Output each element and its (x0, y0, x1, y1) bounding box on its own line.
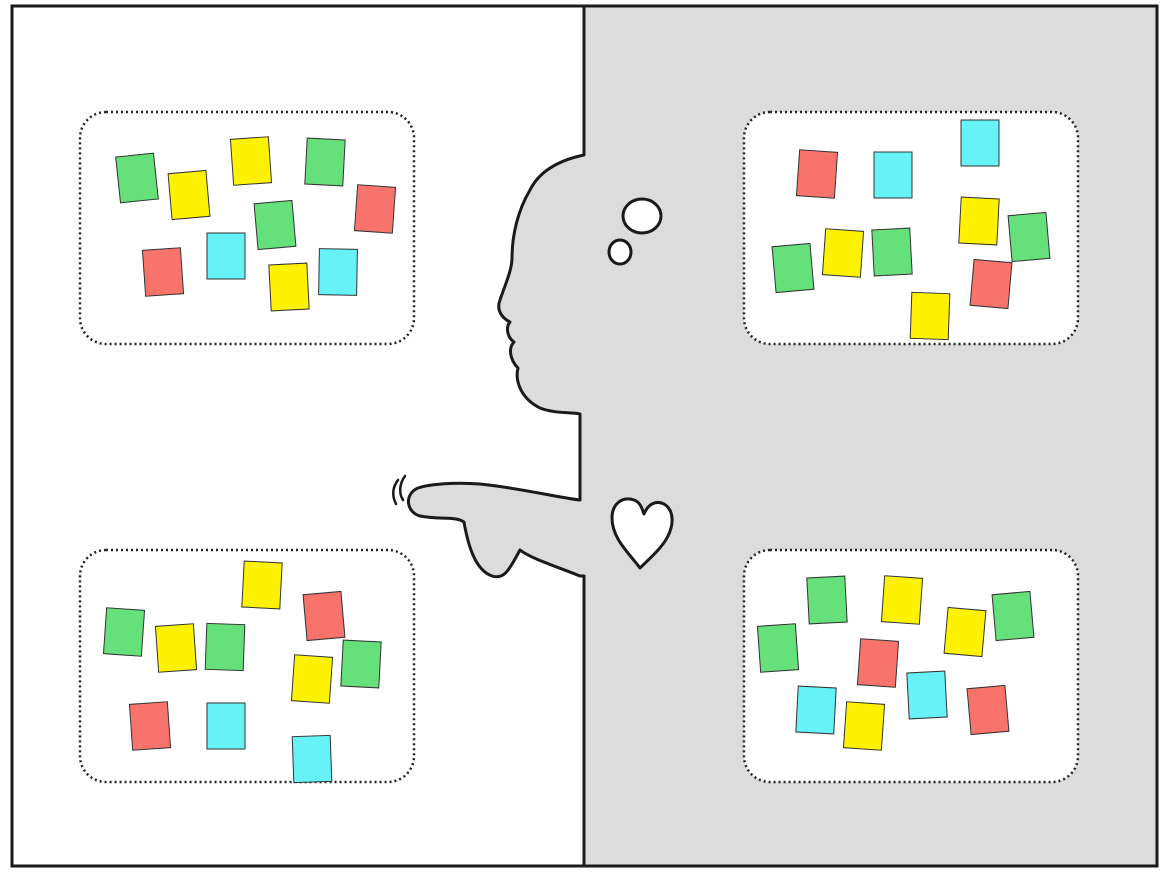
cyan-sticky-note (796, 686, 836, 734)
bottom-left-note-cluster (80, 550, 414, 783)
green-sticky-note (103, 608, 144, 657)
red-sticky-note (857, 639, 898, 688)
yellow-sticky-note (230, 137, 271, 186)
yellow-sticky-note (881, 576, 922, 625)
green-sticky-note (992, 591, 1034, 640)
green-sticky-note (1008, 212, 1050, 261)
red-sticky-note (796, 150, 837, 199)
yellow-sticky-note (242, 561, 282, 609)
cyan-sticky-note (907, 671, 947, 719)
cyan-sticky-note (874, 152, 912, 198)
green-sticky-note (116, 153, 159, 203)
red-sticky-note (967, 685, 1009, 734)
red-sticky-note (129, 702, 170, 751)
yellow-sticky-note (168, 170, 210, 219)
yellow-sticky-note (291, 655, 332, 704)
red-sticky-note (142, 248, 183, 297)
yellow-sticky-note (910, 292, 950, 339)
cyan-sticky-note (207, 233, 245, 279)
red-sticky-note (970, 259, 1012, 308)
yellow-sticky-note (959, 197, 999, 245)
yellow-sticky-note (843, 702, 884, 751)
cyan-sticky-note (961, 120, 999, 166)
yellow-sticky-note (944, 607, 986, 656)
top-right-note-cluster (744, 112, 1078, 344)
green-sticky-note (872, 228, 912, 276)
bottom-right-note-cluster (744, 550, 1078, 782)
red-sticky-note (354, 185, 395, 234)
green-sticky-note (757, 624, 798, 673)
green-sticky-note (254, 200, 296, 249)
cyan-sticky-note (319, 249, 358, 296)
cyan-sticky-note (292, 735, 332, 782)
red-sticky-note (303, 591, 345, 640)
yellow-sticky-note (269, 263, 309, 311)
green-sticky-note (205, 623, 245, 670)
green-sticky-note (772, 243, 814, 292)
green-sticky-note (305, 138, 345, 186)
yellow-sticky-note (822, 229, 863, 278)
top-left-note-cluster (80, 112, 414, 344)
yellow-sticky-note (155, 624, 196, 673)
green-sticky-note (807, 576, 847, 624)
green-sticky-note (341, 640, 381, 688)
cyan-sticky-note (207, 703, 245, 749)
